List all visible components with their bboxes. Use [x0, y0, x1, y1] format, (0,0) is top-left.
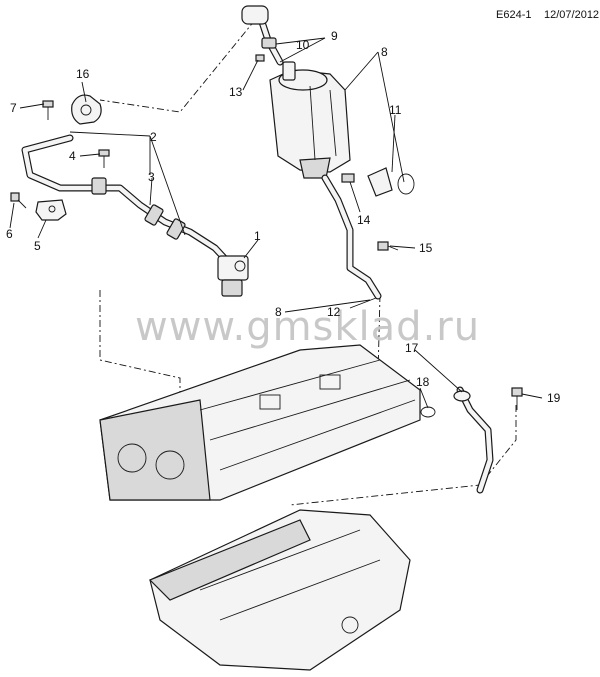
- leader-lines: [9, 37, 543, 409]
- camshaft-carrier: [99, 344, 421, 501]
- callout-8-bottom: 8: [275, 305, 282, 319]
- callout-12: 12: [327, 305, 341, 319]
- diagram-date: 12/07/2012: [544, 9, 599, 21]
- hose-clip: [71, 94, 102, 125]
- drain-pipe: [321, 173, 382, 300]
- callout-14: 14: [357, 213, 371, 227]
- callout-7: 7: [10, 101, 17, 115]
- bolt: [42, 100, 54, 120]
- callout-1: 1: [254, 229, 261, 243]
- callout-6: 6: [6, 227, 13, 241]
- bolt: [511, 387, 523, 410]
- oil-pan: [148, 509, 411, 671]
- callout-9: 9: [331, 29, 338, 43]
- dipstick-tube: [453, 386, 494, 494]
- watermark: www.gmsklad.ru: [135, 304, 480, 350]
- separator-inlet-elbow: [241, 5, 284, 66]
- hose-clamp: [91, 177, 107, 195]
- diagram-code: E624-1: [496, 9, 531, 21]
- callout-19: 19: [547, 391, 561, 405]
- separator-cap: [367, 167, 415, 197]
- callout-4: 4: [69, 149, 76, 163]
- callout-10: 10: [296, 38, 310, 52]
- bolt: [10, 192, 27, 209]
- breather-hose: [21, 134, 232, 266]
- seal-ring: [420, 406, 436, 418]
- callout-3: 3: [148, 170, 155, 184]
- callout-13: 13: [229, 85, 243, 99]
- pressure-sensor: [217, 255, 249, 297]
- oil-separator: [269, 61, 351, 179]
- callout-16: 16: [76, 67, 90, 81]
- bolt: [98, 149, 110, 168]
- callout-5: 5: [34, 239, 41, 253]
- mounting-bracket: [35, 199, 67, 221]
- callout-11: 11: [389, 103, 402, 117]
- hose-clamp: [144, 204, 164, 226]
- callout-17: 17: [405, 341, 419, 355]
- callout-18: 18: [416, 375, 430, 389]
- callout-2: 2: [150, 130, 157, 144]
- callout-8-top: 8: [381, 45, 388, 59]
- bolt: [377, 241, 399, 251]
- callout-15: 15: [419, 241, 433, 255]
